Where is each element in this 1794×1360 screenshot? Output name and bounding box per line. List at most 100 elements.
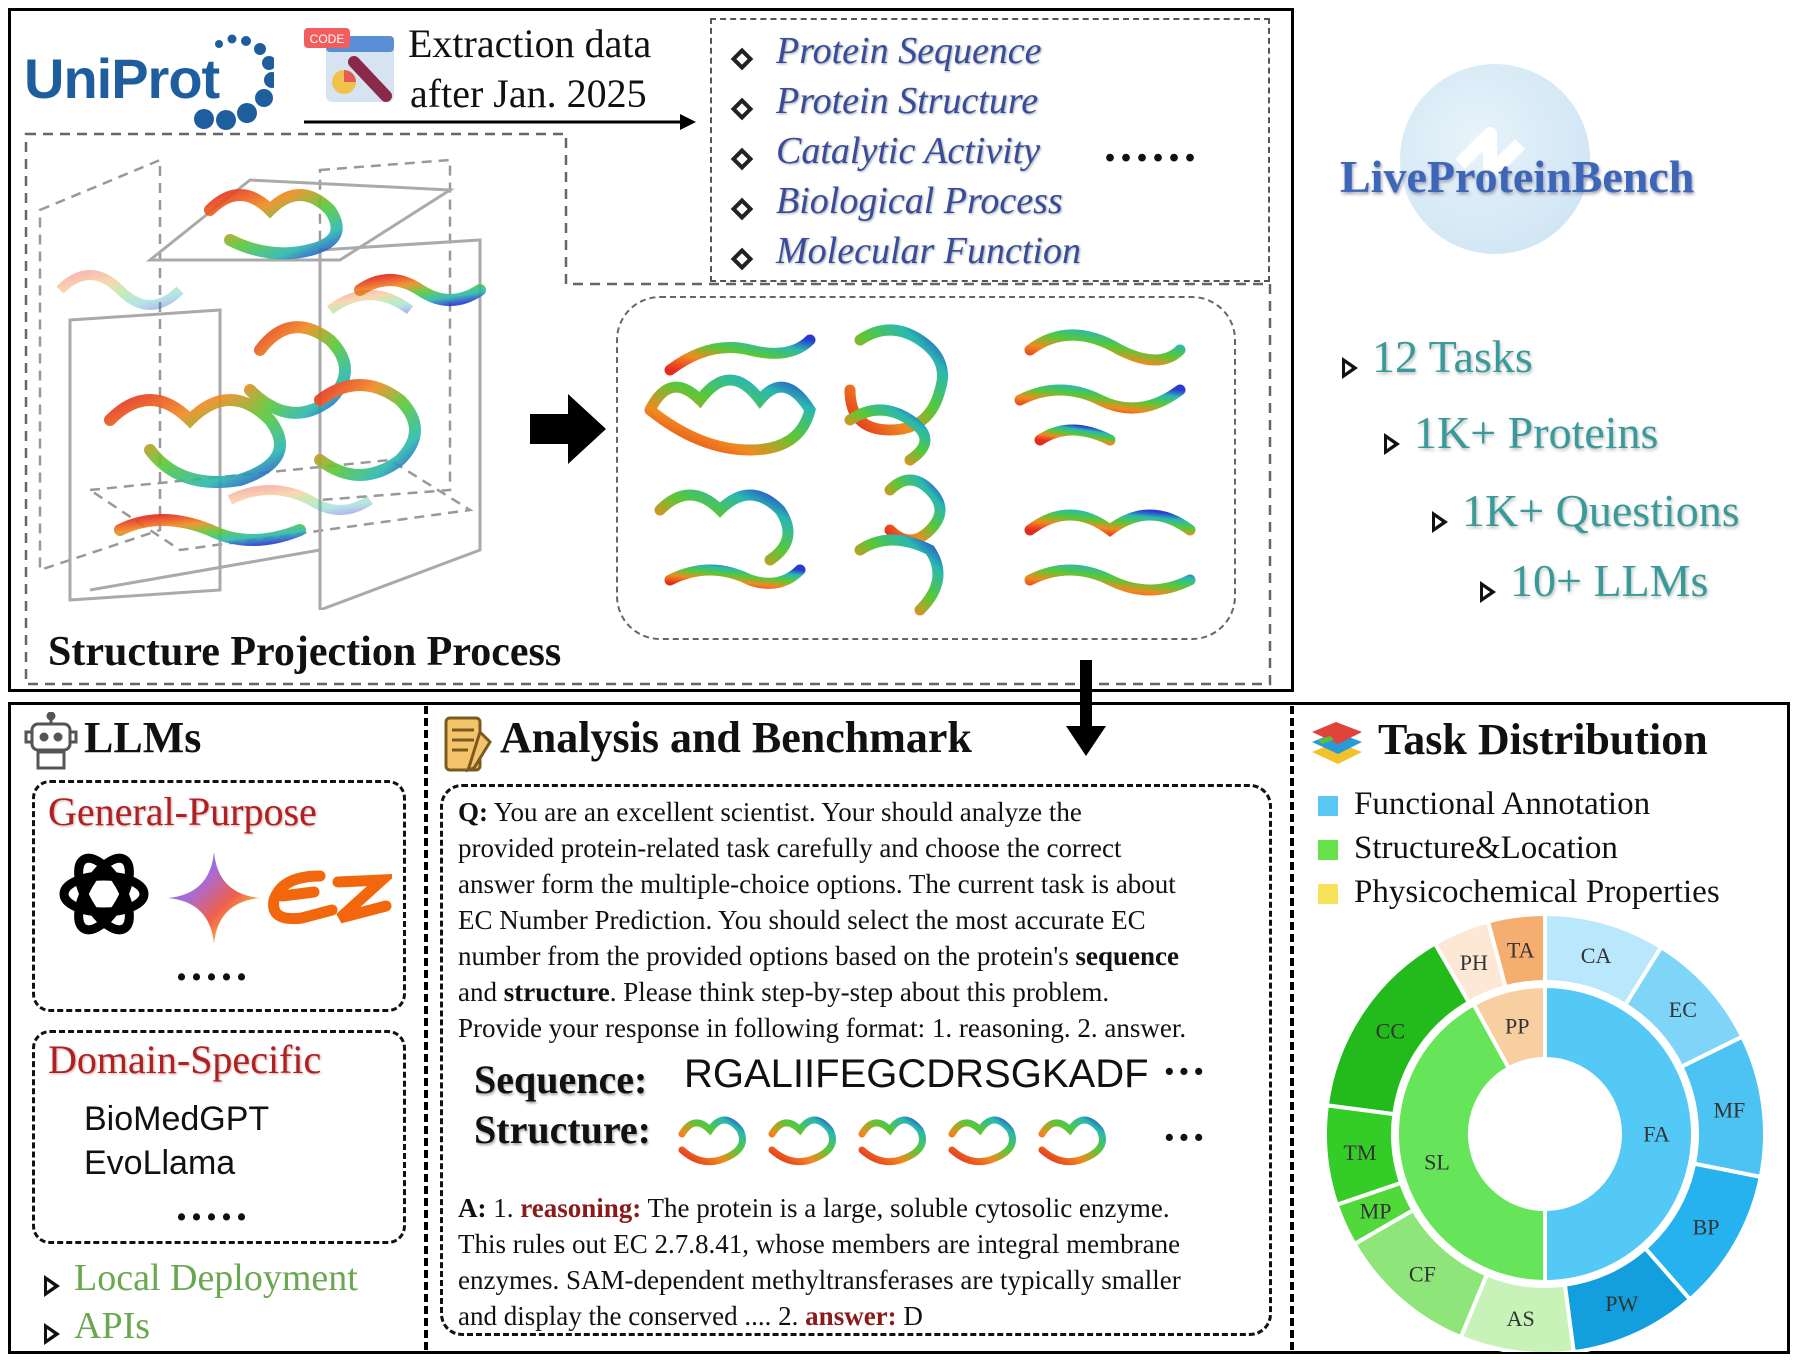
bench-stat-tasks: 12 Tasks — [1342, 330, 1533, 383]
structure-thumb-2 — [844, 324, 948, 466]
question-block: Q: You are an excellent scientist. Your … — [458, 794, 1268, 1046]
divider-2 — [1290, 706, 1294, 1350]
question-line-7: Provide your response in following forma… — [458, 1013, 1187, 1043]
structure-ellipsis: ··· — [1162, 1113, 1207, 1162]
fields-box — [710, 18, 1270, 282]
inner-label-sl: SL — [1424, 1149, 1450, 1174]
inner-label-fa: FA — [1643, 1122, 1670, 1147]
field-protein-sequence: Protein Sequence — [730, 26, 1081, 76]
structure-thumb-b — [768, 1116, 836, 1166]
legend-swatch — [1318, 796, 1338, 817]
play-triangle-icon — [44, 1275, 60, 1298]
extraction-arrow — [304, 114, 696, 130]
openai-logo-icon — [59, 853, 149, 935]
outer-label-ec: EC — [1669, 997, 1697, 1022]
play-triangle-icon — [1384, 433, 1400, 456]
field-list: Protein Sequence Protein Structure Catal… — [730, 26, 1081, 276]
general-more: ..... — [176, 941, 251, 990]
play-triangle-icon — [1342, 357, 1358, 380]
bottom-panel — [8, 702, 1790, 1354]
extraction-line1: Extraction data — [408, 21, 652, 66]
bench-stat-questions: 1K+ Questions — [1432, 484, 1740, 537]
svg-text:CODE: CODE — [310, 32, 345, 46]
extraction-line2: after Jan. 2025 — [410, 71, 647, 116]
structure-thumb-6 — [1024, 509, 1196, 596]
legend-swatch — [1318, 840, 1338, 861]
pipeline-panel — [8, 8, 1294, 692]
bench-name: LiveProteinBench — [1340, 151, 1695, 202]
play-triangle-icon — [1480, 581, 1496, 604]
projection-title: Structure Projection Process — [48, 629, 562, 675]
play-triangle-icon — [44, 1323, 60, 1346]
projected-structures — [644, 324, 1196, 616]
uniprot-logo-text: UniProt — [24, 47, 220, 110]
outer-label-tm: TM — [1343, 1140, 1376, 1165]
outer-label-mp: MP — [1360, 1198, 1392, 1223]
layers-icon — [1312, 722, 1362, 764]
domain-specific-title: Domain-Specific — [48, 1037, 322, 1082]
projected-structures-box — [616, 296, 1236, 640]
gemini-logo-icon — [168, 852, 260, 944]
question-line-6: and structure. Please think step-by-step… — [458, 977, 1110, 1007]
domain-model-biomedgpt: BioMedGPT — [84, 1100, 270, 1138]
bench-logo-icon — [1455, 127, 1525, 181]
general-purpose-box — [32, 780, 406, 1012]
projection-arrow — [530, 394, 606, 464]
task-legend: Functional Annotation Structure&Location… — [1318, 782, 1720, 914]
legend-swatch — [1318, 884, 1338, 905]
structure-label: Structure: — [474, 1107, 651, 1152]
general-purpose-title: General-Purpose — [48, 789, 317, 834]
outer-label-ph: PH — [1460, 950, 1488, 975]
domain-more: ..... — [176, 1181, 251, 1230]
inner-segment-fa — [1543, 983, 1695, 1285]
outer-label-mf: MF — [1714, 1097, 1746, 1122]
structure-thumb-e — [1038, 1116, 1106, 1166]
projection-region — [24, 132, 1272, 686]
field-protein-structure: Protein Structure — [730, 76, 1081, 126]
outer-label-ta: TA — [1507, 937, 1535, 962]
question-line-5: number from the provided options based o… — [458, 941, 1179, 971]
outer-label-cf: CF — [1409, 1262, 1436, 1287]
sequence-label: Sequence: — [474, 1057, 648, 1102]
code-extraction-icon: CODE — [302, 22, 398, 106]
question-line-1: Q: You are an excellent scientist. Your … — [458, 797, 1082, 827]
question-line-4: EC Number Prediction. You should select … — [458, 905, 1146, 935]
answer-line-1: A: 1. reasoning: The protein is a large,… — [458, 1193, 1170, 1223]
structure-thumb-1 — [644, 334, 816, 456]
outer-label-bp: BP — [1693, 1215, 1720, 1240]
outer-label-ca: CA — [1581, 943, 1612, 968]
structure-thumb-5 — [854, 474, 946, 616]
field-molecular-function: Molecular Function — [730, 226, 1081, 276]
legend-structure-location: Structure&Location — [1318, 826, 1720, 870]
analysis-title: Analysis and Benchmark — [500, 713, 972, 762]
llms-title: LLMs — [84, 713, 202, 762]
structure-thumb-a — [678, 1116, 746, 1166]
task-distribution-title: Task Distribution — [1378, 715, 1708, 764]
structure-thumbnails — [678, 1116, 1106, 1166]
legend-physicochemical: Physicochemical Properties — [1318, 870, 1720, 914]
outer-segment-ta — [1485, 912, 1547, 990]
structure-thumb-d — [948, 1116, 1016, 1166]
domain-specific-box — [32, 1030, 406, 1244]
answer-line-2: This rules out EC 2.7.8.41, whose member… — [458, 1229, 1181, 1259]
answer-line-4: and display the conserved .... 2. answer… — [458, 1301, 923, 1331]
outer-label-as: AS — [1507, 1306, 1535, 1331]
question-line-2: provided protein-related task carefully … — [458, 833, 1122, 863]
answer-line-3: enzymes. SAM-dependent methyltransferase… — [458, 1265, 1181, 1295]
diamond-bullet-icon — [730, 48, 754, 71]
field-catalytic-activity: Catalytic Activity — [730, 126, 1081, 176]
outer-label-pw: PW — [1605, 1291, 1638, 1316]
field-biological-process: Biological Process — [730, 176, 1081, 226]
projection-cube-illustration — [38, 158, 486, 610]
fields-more: ...... — [1104, 119, 1200, 172]
deploy-local: Local Deployment — [44, 1256, 358, 1300]
inner-segment-sl — [1395, 1001, 1547, 1285]
domain-model-evollama: EvoLlama — [84, 1144, 236, 1182]
deploy-apis: APIs — [44, 1304, 150, 1348]
structure-thumb-c — [858, 1116, 926, 1166]
outer-segment-pw — [1562, 1245, 1693, 1352]
inner-segment-pp — [1470, 983, 1547, 1071]
question-line-3: answer form the multiple-choice options.… — [458, 869, 1176, 899]
structure-thumb-4 — [654, 489, 806, 589]
